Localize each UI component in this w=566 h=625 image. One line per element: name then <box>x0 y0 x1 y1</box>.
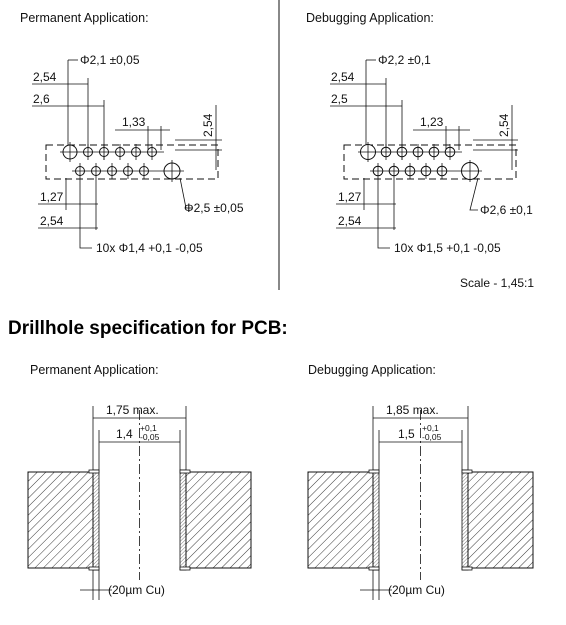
permanent-tol-minus: -0,05 <box>140 432 160 442</box>
debugging-drillhole-heading: Debugging Application: <box>308 363 436 377</box>
drillhole-title: Drillhole specification for PCB: <box>8 318 288 339</box>
debugging-pcb-left <box>307 471 374 569</box>
permanent-mount-hole-label: Φ2,5 ±0,05 <box>184 201 244 215</box>
permanent-max-dia-label: 1,75 max. <box>106 403 159 417</box>
scale-label: Scale - 1,45:1 <box>460 276 534 290</box>
permanent-tol-plus: +0,1 <box>140 423 157 433</box>
permanent-bottom-pitch-label: 2,54 <box>40 214 64 228</box>
permanent-drillhole-heading: Permanent Application: <box>30 363 159 377</box>
debugging-hole-dia-label: 1,5 <box>398 427 415 441</box>
debugging-plating-right <box>461 469 469 571</box>
debugging-height-label: 2,54 <box>497 113 511 137</box>
permanent-hole-dia-label: 1,4 <box>116 427 133 441</box>
debugging-small-offset-label: 1,27 <box>338 190 362 204</box>
permanent-connector-outline <box>45 144 219 180</box>
debugging-pad-layout: Debugging Application: Φ2,2 ±0,1 2,54 2,… <box>306 11 534 290</box>
debugging-pcb-right <box>467 471 534 569</box>
permanent-pad-layout: Permanent Application: Φ2,1 ±0,05 2,54 2… <box>20 11 244 255</box>
permanent-heading: Permanent Application: <box>20 11 149 25</box>
permanent-pcb-left <box>27 471 94 569</box>
debugging-via-holes-label: 10x Φ1,5 +0,1 -0,05 <box>394 241 501 255</box>
permanent-small-offset-label: 1,27 <box>40 190 64 204</box>
debugging-offset-label: 1,23 <box>420 115 444 129</box>
permanent-via-holes-label: 10x Φ1,4 +0,1 -0,05 <box>96 241 203 255</box>
debugging-tol-plus: +0,1 <box>422 423 439 433</box>
permanent-pin-hole-label: Φ2,1 ±0,05 <box>80 53 140 67</box>
permanent-pitch-a-label: 2,54 <box>33 70 57 84</box>
debugging-pin-hole-label: Φ2,2 ±0,1 <box>378 53 431 67</box>
debugging-mount-hole-label: Φ2,6 ±0,1 <box>480 203 533 217</box>
debugging-tol-minus: -0,05 <box>422 432 442 442</box>
debugging-max-dia-label: 1,85 max. <box>386 403 439 417</box>
debugging-bottom-pitch-label: 2,54 <box>338 214 362 228</box>
permanent-pitch-b-label: 2,6 <box>33 92 50 106</box>
debugging-pitch-b-label: 2,5 <box>331 92 348 106</box>
permanent-plating-left <box>92 469 100 571</box>
debugging-heading: Debugging Application: <box>306 11 434 25</box>
debugging-drillhole: Debugging Application: 1,85 max. 1,5 +0,… <box>307 363 534 600</box>
permanent-drillhole: Permanent Application: 1,75 max. 1,4 +0,… <box>27 363 252 600</box>
debugging-plating-left <box>372 469 380 571</box>
permanent-plating-label: (20µm Cu) <box>108 583 165 597</box>
debugging-pitch-a-label: 2,54 <box>331 70 355 84</box>
permanent-offset-label: 1,33 <box>122 115 146 129</box>
debugging-plating-label: (20µm Cu) <box>388 583 445 597</box>
permanent-plating-right <box>179 469 187 571</box>
debugging-connector-outline <box>343 144 517 180</box>
permanent-pcb-right <box>185 471 252 569</box>
permanent-height-label: 2,54 <box>201 113 215 137</box>
